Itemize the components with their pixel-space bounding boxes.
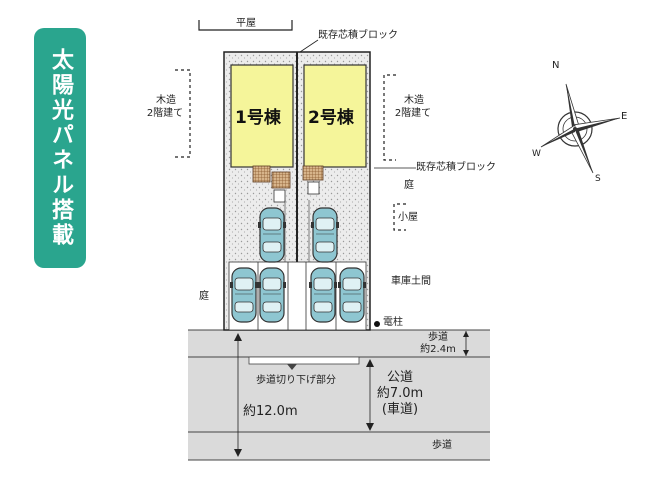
shed-label: 小屋	[398, 212, 418, 223]
building-2-label: 2号棟	[308, 108, 354, 128]
roadway-label: (車道)	[381, 402, 419, 417]
garden-right-label: 庭	[404, 180, 414, 191]
sidewalk-top-width: 約2.4m	[420, 344, 456, 355]
building-2	[303, 64, 367, 168]
sidewalk-bottom-label: 歩道	[432, 440, 452, 451]
existing-block-top-label: 既存芯積ブロック	[318, 30, 398, 41]
hiraya-label: 平屋	[236, 18, 256, 29]
curb-cut-label: 歩道切り下げ部分	[256, 375, 336, 386]
existing-block-right-label: 既存芯積ブロック	[416, 162, 496, 173]
utility-pole-icon	[374, 321, 380, 327]
compass-e: E	[621, 111, 627, 122]
utility-pole-label: 電柱	[383, 317, 403, 328]
compass-s: S	[595, 174, 601, 184]
wooden-right-label-2: 2階建て	[394, 108, 432, 119]
solar-panel-badge: 太陽光パネル搭載	[34, 28, 86, 268]
building-1	[230, 64, 294, 168]
curb-cut	[248, 356, 360, 365]
compass-w: W	[532, 149, 541, 159]
wooden-left-label-2: 2階建て	[146, 108, 184, 119]
wooden-right-label-1: 木造	[404, 95, 424, 106]
garage-slab-label: 車庫土間	[391, 276, 431, 287]
compass-n: N	[552, 60, 559, 71]
public-road-width: 約7.0m	[376, 386, 424, 401]
total-width-label: 約12.0m	[243, 404, 298, 419]
building-1-label: 1号棟	[235, 108, 281, 128]
wooden-left-label-1: 木造	[156, 95, 176, 106]
compass-icon: N E S W	[532, 60, 627, 184]
garden-left-label: 庭	[199, 291, 209, 302]
sidewalk-top-label: 歩道	[428, 332, 448, 343]
public-road-label: 公道	[386, 370, 413, 385]
solar-panel-badge-text: 太陽光パネル搭載	[48, 48, 73, 248]
